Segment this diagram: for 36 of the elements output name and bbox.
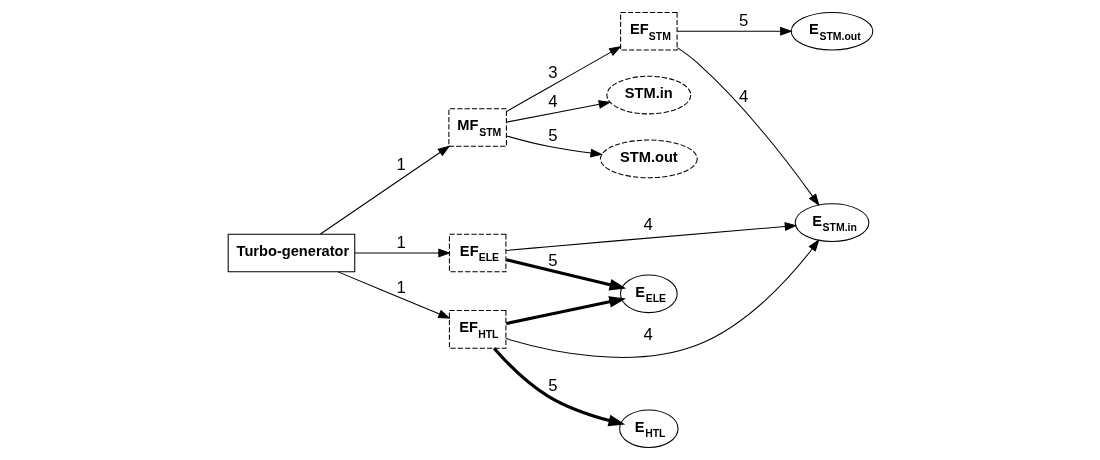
edge-label: 3 [547, 63, 558, 83]
edge-label: 4 [547, 92, 558, 112]
edge-label: 5 [547, 375, 558, 395]
node-box: EF$_{STM}$ [619, 11, 678, 51]
edge-label: 5 [738, 10, 748, 30]
node-box: Turbo-generator [227, 233, 355, 273]
arrow [505, 222, 797, 252]
arrow [505, 46, 622, 113]
node-box: EF$_{HTL}$ [448, 310, 506, 349]
edge-label: 5 [547, 125, 558, 145]
arrow [337, 271, 451, 319]
arrow [505, 296, 626, 326]
edge-label: 1 [396, 232, 406, 252]
node-ellipse: E$_{ELE}$ [619, 274, 678, 314]
arrow [492, 347, 625, 427]
arrow [676, 47, 820, 207]
node-box: EF$_{ELE}$ [448, 233, 506, 273]
arrow [676, 26, 793, 36]
node-box: MF$_{STM}$ [447, 108, 507, 147]
node-ellipse: E$_{HTL}$ [618, 409, 679, 449]
edge-label: 1 [396, 277, 406, 297]
edge-label: 4 [738, 87, 748, 107]
arrow [505, 258, 626, 291]
edge-label: 1 [396, 155, 406, 175]
edge-label: 5 [547, 251, 558, 271]
arrow [505, 135, 603, 158]
node-ellipse: E$_{STM.in}$ [794, 203, 869, 243]
node-ellipse: STM.out [599, 139, 698, 179]
edge-label: 4 [643, 324, 653, 344]
arrow [505, 239, 820, 358]
node-ellipse: STM.in [605, 75, 691, 115]
arrow [319, 145, 450, 235]
edge-label: 4 [643, 214, 653, 234]
arrow [353, 248, 451, 258]
arrow [505, 100, 611, 123]
node-ellipse: E$_{STM.out}$ [790, 11, 873, 51]
